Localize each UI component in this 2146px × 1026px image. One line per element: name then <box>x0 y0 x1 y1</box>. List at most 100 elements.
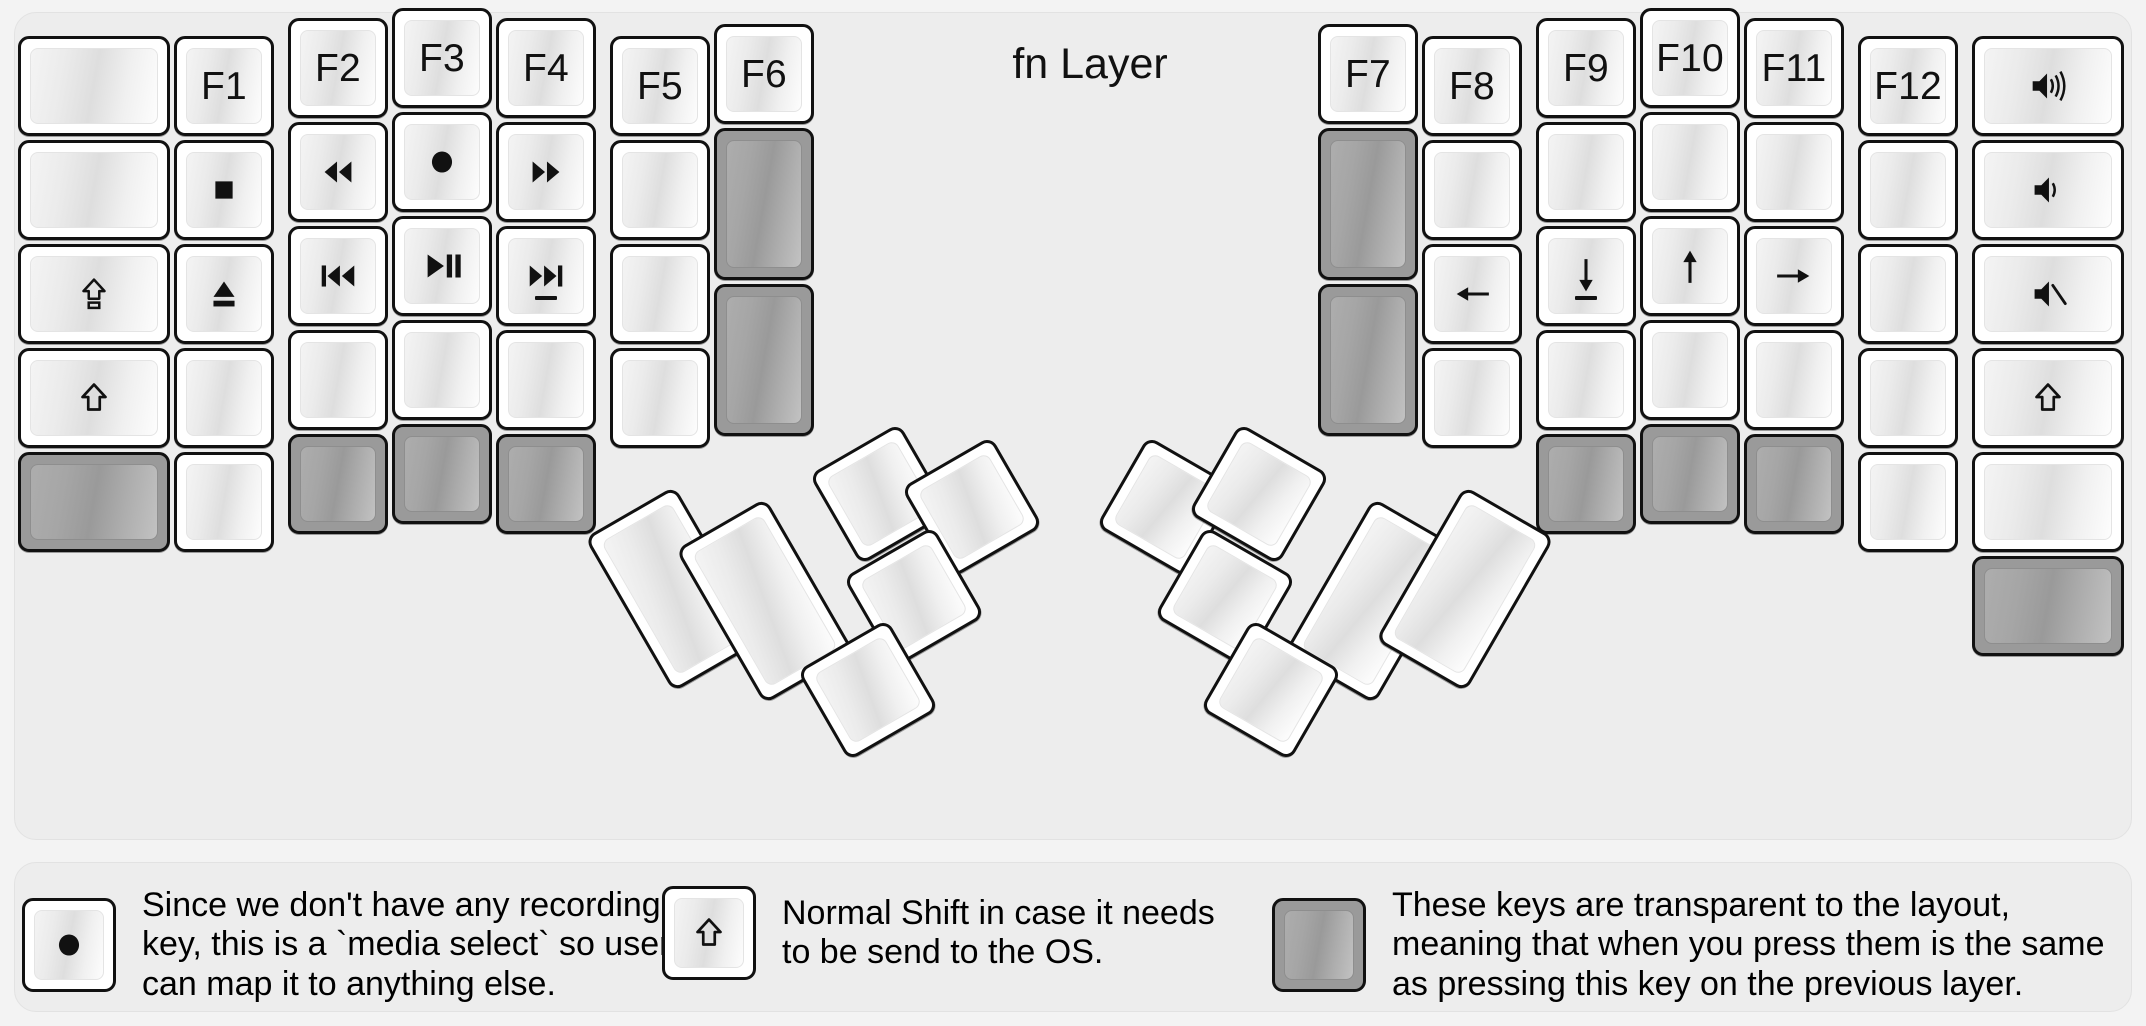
keycap-face <box>1330 140 1406 268</box>
keycap-face: F4 <box>508 30 584 106</box>
arrow-right-icon <box>1771 253 1817 299</box>
key-xparent-tall-2[interactable] <box>714 284 814 436</box>
arrow-down-icon <box>1563 253 1609 299</box>
prev-track-icon <box>315 253 361 299</box>
key-xparent-tall-1[interactable] <box>714 128 814 280</box>
key-f10[interactable]: F10 <box>1640 8 1740 108</box>
key-xparent-r5c9[interactable] <box>1536 434 1636 534</box>
legend-media-select: Since we don't have any recording key, t… <box>22 886 670 1004</box>
key-media-select[interactable] <box>392 112 492 212</box>
keycap-face <box>1652 228 1728 304</box>
key-f6[interactable]: F6 <box>714 24 814 124</box>
key-blank-r3c6[interactable] <box>610 244 710 344</box>
key-blank-r5c13[interactable] <box>1972 452 2124 552</box>
key-arrow-right[interactable] <box>1744 226 1844 326</box>
key-blank-r2c9[interactable] <box>1536 122 1636 222</box>
key-xparent-r5c4[interactable] <box>392 424 492 524</box>
key-blank-r4c11[interactable] <box>1744 330 1844 430</box>
key-label: F7 <box>1345 52 1391 96</box>
key-xparent-r5c5[interactable] <box>496 434 596 534</box>
key-blank-r4c8[interactable] <box>1422 348 1522 448</box>
key-shift-left[interactable] <box>18 348 170 448</box>
key-blank-r4c10[interactable] <box>1640 320 1740 420</box>
key-arrow-up[interactable] <box>1640 216 1740 316</box>
keycap-face <box>508 446 584 522</box>
keycap-face <box>1284 910 1354 981</box>
keycap-face: F7 <box>1330 36 1406 112</box>
key-arrow-left[interactable] <box>1422 244 1522 344</box>
key-media-next[interactable] <box>496 226 596 326</box>
legend-panel <box>14 862 2132 1012</box>
keycap-face <box>1984 464 2112 540</box>
key-volume-up[interactable] <box>1972 36 2124 136</box>
keycap-face <box>1434 256 1510 332</box>
keycap-face <box>404 228 480 304</box>
key-xparent-r5c11[interactable] <box>1744 434 1844 534</box>
key-f5[interactable]: F5 <box>610 36 710 136</box>
key-media-fastfwd[interactable] <box>496 122 596 222</box>
key-blank-r2c1[interactable] <box>18 140 170 240</box>
key-f11[interactable]: F11 <box>1744 18 1844 118</box>
key-blank-r2c8[interactable] <box>1422 140 1522 240</box>
key-shift-right[interactable] <box>1972 348 2124 448</box>
shift-icon <box>686 910 732 956</box>
key-media-rewind[interactable] <box>288 122 388 222</box>
key-blank-r4c6[interactable] <box>610 348 710 448</box>
key-blank-r4c4[interactable] <box>392 320 492 420</box>
key-f2[interactable]: F2 <box>288 18 388 118</box>
key-xparent-r5c1[interactable] <box>18 452 170 552</box>
key-label: F2 <box>315 46 361 90</box>
key-blank-r4c12[interactable] <box>1858 348 1958 448</box>
key-arrow-down[interactable] <box>1536 226 1636 326</box>
key-f8[interactable]: F8 <box>1422 36 1522 136</box>
key-f3[interactable]: F3 <box>392 8 492 108</box>
key-blank-r2c10[interactable] <box>1640 112 1740 212</box>
keycap-face <box>1652 332 1728 408</box>
key-blank-r3c12[interactable] <box>1858 244 1958 344</box>
key-media-stop[interactable] <box>174 140 274 240</box>
key-xparent-r6c13[interactable] <box>1972 556 2124 656</box>
key-volume-mute[interactable] <box>1972 244 2124 344</box>
key-media-play-pause[interactable] <box>392 216 492 316</box>
key-xparent-r5c3[interactable] <box>288 434 388 534</box>
volume-down-icon <box>2025 167 2071 213</box>
rewind-icon <box>315 149 361 195</box>
keycap-face: F6 <box>726 36 802 112</box>
key-blank-r4c5[interactable] <box>496 330 596 430</box>
key-blank-r4c2[interactable] <box>174 348 274 448</box>
key-blank-r2c11[interactable] <box>1744 122 1844 222</box>
key-blank-r5c2[interactable] <box>174 452 274 552</box>
keycap-face: F12 <box>1870 48 1946 124</box>
key-xparent-r5c10[interactable] <box>1640 424 1740 524</box>
keycap-face <box>674 898 744 968</box>
key-f12[interactable]: F12 <box>1858 36 1958 136</box>
key-f4[interactable]: F4 <box>496 18 596 118</box>
key-f7[interactable]: F7 <box>1318 24 1418 124</box>
key-blank-r1c1[interactable] <box>18 36 170 136</box>
keycap-face: F11 <box>1756 30 1832 106</box>
key-volume-down[interactable] <box>1972 140 2124 240</box>
legend-caption: These keys are transparent to the layout… <box>1392 886 2105 1003</box>
keycap-face <box>404 332 480 408</box>
key-f9[interactable]: F9 <box>1536 18 1636 118</box>
key-caps-lock[interactable] <box>18 244 170 344</box>
record-icon <box>419 139 465 185</box>
keycap-face <box>186 152 262 228</box>
arrow-left-icon <box>1449 271 1495 317</box>
legend-transparent-keys: These keys are transparent to the layout… <box>1272 886 2105 1004</box>
key-blank-r4c3[interactable] <box>288 330 388 430</box>
arrow-up-icon <box>1667 243 1713 289</box>
key-f1[interactable]: F1 <box>174 36 274 136</box>
key-media-prev[interactable] <box>288 226 388 326</box>
keycap-face <box>1548 446 1624 522</box>
keycap-face <box>1652 436 1728 512</box>
key-blank-r2c12[interactable] <box>1858 140 1958 240</box>
key-blank-r5c12[interactable] <box>1858 452 1958 552</box>
key-blank-r2c6[interactable] <box>610 140 710 240</box>
key-blank-r4c9[interactable] <box>1536 330 1636 430</box>
keycap-face <box>1434 360 1510 436</box>
key-xparent-tall-4[interactable] <box>1318 284 1418 436</box>
key-media-eject[interactable] <box>174 244 274 344</box>
key-xparent-tall-3[interactable] <box>1318 128 1418 280</box>
keycap-face <box>622 360 698 436</box>
